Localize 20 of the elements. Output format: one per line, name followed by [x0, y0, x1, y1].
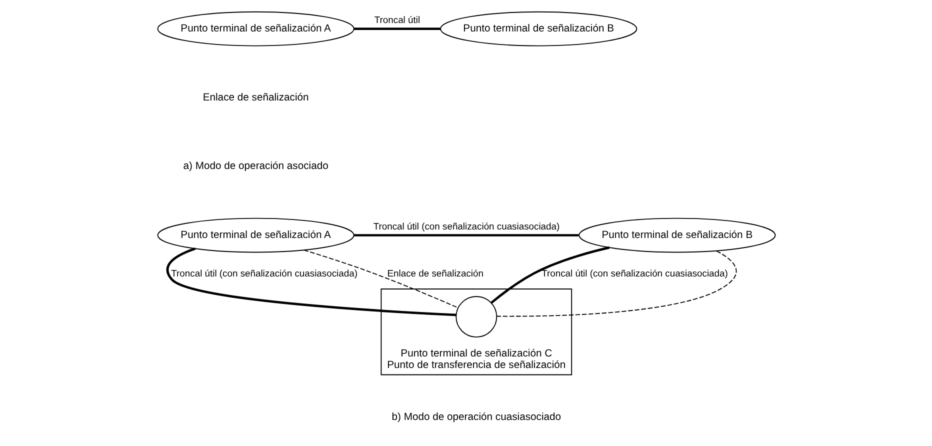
label: a) Modo de operación asociado	[182, 161, 328, 172]
edge-label: Enlace de señalización	[386, 268, 484, 279]
edge-label: Troncal útil (con señalización cuasiasociada)	[170, 268, 357, 279]
connector	[496, 250, 736, 317]
connector	[354, 234, 578, 236]
connector	[353, 28, 440, 30]
connector	[302, 250, 458, 308]
connector	[166, 248, 456, 316]
edge-label: Troncal útil (con señalización cuasiasociada)	[372, 220, 560, 232]
node-ellipse: Punto terminal de señalización B	[440, 11, 637, 46]
node-ellipse: Punto terminal de señalización B	[578, 218, 776, 253]
connector	[490, 246, 610, 304]
label: b) Modo de operación cuasiasociado	[391, 412, 561, 423]
cluster: Punto terminal de señalización C Punto de transferencia de señalización	[380, 288, 572, 376]
edge-label: Troncal útil	[374, 14, 420, 26]
label: Enlace de señalización	[202, 92, 308, 104]
edge-label: Troncal útil (con señalización cuasiasociada)	[541, 268, 728, 279]
node-ellipse: Punto terminal de señalización A	[156, 11, 354, 46]
node-ellipse: Punto terminal de señalización A	[156, 218, 354, 253]
node-circle	[455, 296, 497, 338]
